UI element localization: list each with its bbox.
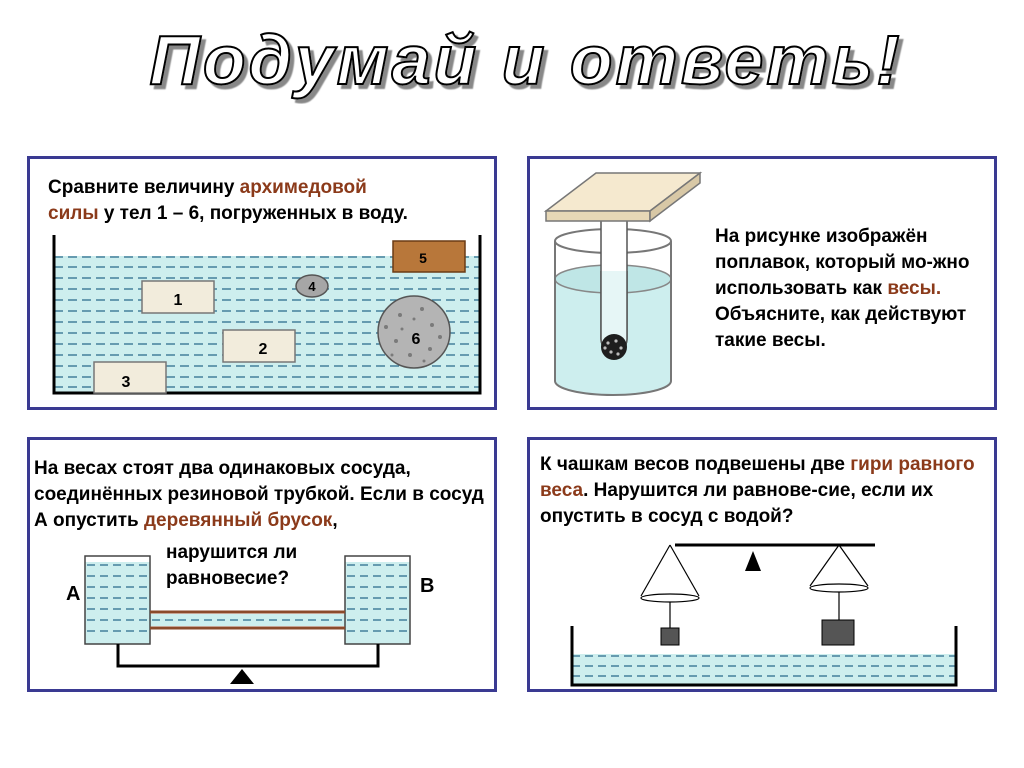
balance-diagram xyxy=(570,543,958,687)
scale-pivot xyxy=(230,669,254,684)
float-diagram xyxy=(543,171,703,396)
small-weight xyxy=(660,627,680,646)
vessels-diagram: А В xyxy=(66,555,434,684)
pebble-4 xyxy=(295,274,329,298)
svg-text:6: 6 xyxy=(412,331,421,348)
large-weight xyxy=(821,619,855,646)
page-title-text: Подумай и ответь! xyxy=(149,21,902,99)
right-pan xyxy=(809,583,869,593)
panel-connected-vessels: На весах стоят два одинаковых сосуда, со… xyxy=(27,437,497,692)
panel-float-scale: На рисунке изображён поплавок, который м… xyxy=(527,156,997,410)
svg-text:5: 5 xyxy=(419,250,427,266)
label-a: А xyxy=(66,583,80,605)
float-weight xyxy=(601,334,627,360)
block-2 xyxy=(222,329,296,363)
panel3-question-end: нарушится ли равновесие? xyxy=(166,542,298,589)
panel-balance-weights: К чашкам весов подвешены две гири равног… xyxy=(527,437,997,692)
svg-text:1: 1 xyxy=(174,292,183,309)
balance-pivot xyxy=(745,551,761,571)
panel2-question: На рисунке изображён поплавок, который м… xyxy=(715,226,970,351)
svg-text:3: 3 xyxy=(122,374,131,391)
svg-text:4: 4 xyxy=(308,279,316,294)
block-3 xyxy=(93,361,167,394)
tank-diagram: 1 2 3 4 5 6 xyxy=(52,235,482,395)
left-pan xyxy=(640,593,700,603)
panel4-question: К чашкам весов подвешены две гири равног… xyxy=(540,454,975,527)
page-title: Подумай и ответь! xyxy=(148,20,902,100)
wood-block-5 xyxy=(392,240,466,273)
stone-6 xyxy=(377,295,451,369)
svg-text:2: 2 xyxy=(259,341,268,358)
panel3-question: На весах стоят два одинаковых сосуда, со… xyxy=(34,458,484,531)
block-1 xyxy=(141,280,215,314)
scale-beam xyxy=(116,644,380,668)
label-b: В xyxy=(420,575,434,597)
